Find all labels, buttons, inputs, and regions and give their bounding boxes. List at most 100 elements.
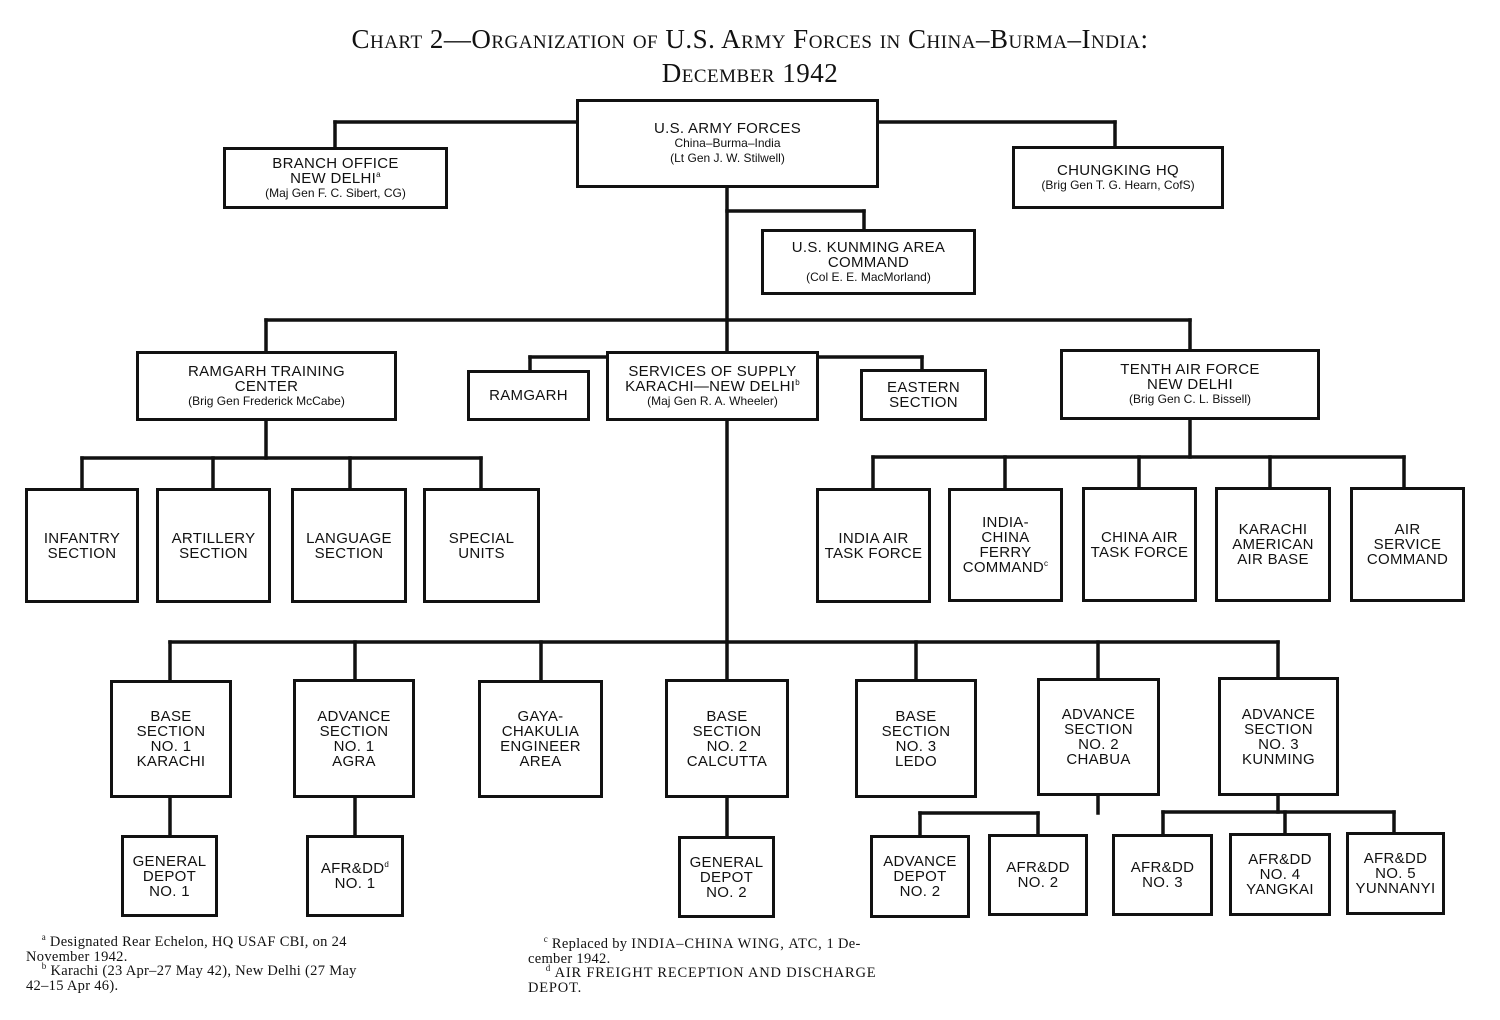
box-line: SERVICES OF SUPPLY [628,362,797,380]
box-line: BASE [895,707,937,725]
tenth-air-force-box: TENTH AIR FORCE NEW DELHI (Brig Gen C. L… [1060,349,1320,420]
box-line: U.S. KUNMING AREA [791,238,946,256]
footnote-mark: a [376,169,381,179]
box-line: NO. 1 [333,737,375,755]
box-line: KARACHI [1238,521,1308,538]
box-line: ADVANCE [317,707,391,725]
air-service-command-box: AIR SERVICE COMMAND [1350,487,1465,602]
services-of-supply-box: SERVICES OF SUPPLY KARACHI—NEW DELHIb (M… [606,351,819,421]
ramgarh-training-center-box: RAMGARH TRAINING CENTER (Brig Gen Freder… [136,351,397,421]
box-commander: (Brig Gen T. G. Hearn, CofS) [1041,177,1195,192]
box-line: GENERAL [132,852,207,870]
box-line: NO. 1 [150,738,192,755]
afrdd-4-box: AFR&DD NO. 4 YANGKAI [1229,833,1331,916]
box-commander: (Brig Gen Frederick McCabe) [188,393,345,408]
footnotes-left: a Designated Rear Echelon, HQ USAF CBI, … [26,932,357,994]
box-commander: (Col E. E. MacMorland) [806,269,931,284]
box-line: KARACHI [136,753,206,770]
box-line: NEW DELHIa [290,169,381,187]
box-line: AFR&DD [1248,851,1312,868]
box-line: KUNMING [1242,750,1315,768]
box-line: AIR BASE [1237,551,1309,568]
box-line: ADVANCE [1241,705,1316,723]
box-line: LANGUAGE [306,529,392,547]
footnote-d: d AIR FREIGHT RECEPTION AND DISCHARGE [545,963,877,981]
box-line: NO. 2 [706,883,747,901]
box-line: SECTION [47,544,117,562]
box-line: CALCUTTA [686,752,768,770]
afrdd-1-box: AFR&DDd NO. 1 [306,835,404,917]
box-line: CHABUA [1066,751,1131,768]
box-line: NO. 2 [899,883,941,900]
gaya-chakulia-engineer-area-box: GAYA- CHAKULIA ENGINEER AREA [478,680,603,798]
footnote-c: c Replaced by INDIA–CHINA WING, ATC, 1 D… [543,934,861,952]
footnote-mark: c [1043,559,1049,568]
advance-section-2-box: ADVANCE SECTION NO. 2 CHABUA [1037,678,1160,796]
box-line: SECTION [136,723,206,740]
box-line: TENTH AIR FORCE [1120,361,1260,378]
box-line: CHINA AIR [1101,528,1178,546]
footnote-d-cont: DEPOT. [528,979,583,996]
footnotes-right: c Replaced by INDIA–CHINA WING, ATC, 1 D… [528,934,877,996]
china-air-task-force-box: CHINA AIR TASK FORCE [1082,487,1197,602]
box-line: DEPOT [699,868,754,886]
box-line: NO. 1 [334,875,376,892]
box-line: AFR&DDd [320,860,390,877]
chart-subtitle: December 1942 [661,58,839,88]
box-line: TASK FORCE [1090,543,1189,561]
base-section-2-box: BASE SECTION NO. 2 CALCUTTA [665,679,789,798]
afrdd-5-box: AFR&DD NO. 5 YUNNANYI [1346,832,1445,915]
india-air-task-force-box: INDIA AIR TASK FORCE [816,488,931,603]
box-line: CENTER [234,377,299,395]
box-line: CHAKULIA [501,723,580,740]
box-line: NO. 2 [1017,874,1059,891]
india-china-ferry-command-box: INDIA- CHINA FERRY COMMANDc [948,488,1063,602]
ramgarh-box: RAMGARH [467,370,590,421]
footnote-b-cont: 42–15 Apr 46). [26,977,119,994]
box-line: UNITS [458,544,505,562]
box-line: TASK FORCE [824,544,923,562]
box-line: AMERICAN [1232,536,1314,553]
footnote-mark: d [384,860,390,869]
box-line: BASE [706,707,748,725]
box-line: AFR&DD [1130,859,1195,876]
box-line: BRANCH OFFICE [272,154,399,172]
footnote-a: a Designated Rear Echelon, HQ USAF CBI, … [41,932,347,950]
footnote-c-cont: cember 1942. [528,950,611,967]
afrdd-3-box: AFR&DD NO. 3 [1112,834,1213,916]
artillery-section-box: ARTILLERY SECTION [156,488,271,603]
special-units-box: SPECIAL UNITS [423,488,540,603]
box-line: AREA [519,753,562,770]
box-line: SECTION [692,722,762,740]
box-line: GENERAL [689,853,764,871]
box-line: NO. 1 [149,882,190,900]
box-line: INFANTRY [43,529,121,547]
box-line: NO. 3 [895,737,937,755]
infantry-section-box: INFANTRY SECTION [25,488,139,603]
box-line: DEPOT [142,867,197,885]
box-line: LEDO [894,752,938,770]
box-line: NEW DELHI [1146,376,1234,393]
box-line: EASTERN [887,379,960,396]
box-commander: (Lt Gen J. W. Stilwell) [670,151,785,165]
box-line: SECTION [1244,720,1313,738]
box-line: NO. 2 [1078,736,1119,753]
box-line: COMMAND [1366,551,1449,568]
box-line: INDIA AIR [838,529,909,547]
advance-section-3-box: ADVANCE SECTION NO. 3 KUNMING [1218,677,1339,796]
base-section-1-box: BASE SECTION NO. 1 KARACHI [110,680,232,798]
box-line: DEPOT [893,868,947,885]
box-line: SPECIAL [448,529,515,547]
box-line: SECTION [1064,721,1133,738]
box-line: FERRY [979,544,1032,561]
box-line: SERVICE [1373,536,1442,553]
box-line: RAMGARH [489,387,568,404]
box-line: NO. 3 [1142,874,1183,891]
kunming-area-command-box: U.S. KUNMING AREA COMMAND (Col E. E. Mac… [761,229,976,295]
box-line: COMMANDc [962,559,1049,576]
box-line: BASE [150,708,192,725]
box-line: INDIA- [982,514,1029,531]
box-line: YANGKAI [1246,881,1314,898]
eastern-section-box: EASTERN SECTION [860,369,987,421]
